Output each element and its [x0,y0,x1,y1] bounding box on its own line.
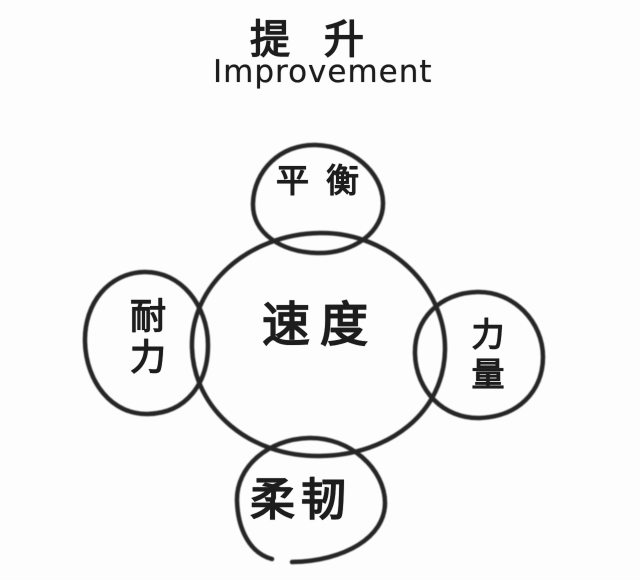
page-title-chinese: 提升 [250,17,398,63]
node-strength-label: 力量 [466,317,505,397]
endurance-circle-outline [82,269,211,417]
node-balance-label: 平衡 [276,161,376,200]
strength-circle-outline [412,289,546,421]
node-endurance-label: 耐力 [124,297,165,379]
flexibility-circle-outline [234,435,388,565]
page-title-english: Improvement [213,54,433,90]
balance-circle-outline [250,142,386,256]
speed-circle-outline [189,230,448,459]
node-speed-label: 速度 [262,297,379,353]
node-flexibility-label: 柔韧 [250,473,353,526]
